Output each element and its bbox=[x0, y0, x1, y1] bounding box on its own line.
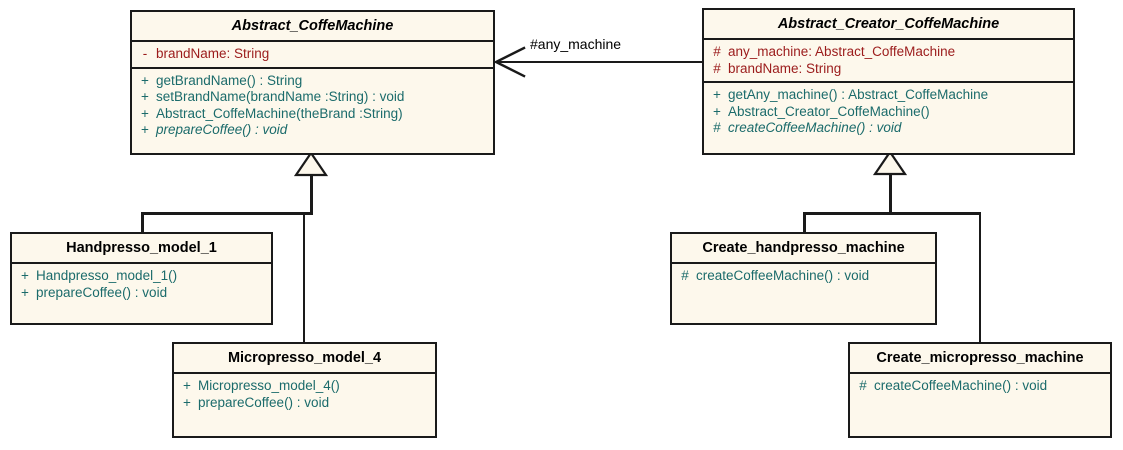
attribute-row: # brandName: String bbox=[706, 61, 1071, 78]
generalization-branch-micropresso bbox=[303, 212, 305, 344]
method-row: + Abstract_Creator_CoffeMachine() bbox=[706, 104, 1071, 121]
method-label: Micropresso_model_4() bbox=[198, 378, 340, 393]
class-name-create-handpresso-machine: Create_handpresso_machine bbox=[702, 240, 905, 256]
section-divider bbox=[12, 262, 271, 264]
generalization-branch-create-handpresso bbox=[803, 212, 806, 234]
visibility-marker: # bbox=[859, 378, 867, 393]
visibility-marker: + bbox=[141, 105, 149, 121]
visibility-marker: # bbox=[713, 120, 721, 135]
method-label: getBrandName() : String bbox=[156, 72, 303, 88]
method-row: + prepareCoffee() : void bbox=[134, 122, 491, 139]
class-handpresso-model-1[interactable]: Handpresso_model_1 + Handpresso_model_1(… bbox=[10, 232, 273, 325]
visibility-marker: # bbox=[713, 44, 721, 59]
method-row: # createCoffeeMachine() : void bbox=[852, 378, 1108, 395]
generalization-trunk-left bbox=[310, 170, 313, 214]
visibility-marker: + bbox=[713, 103, 721, 119]
class-name-create-micropresso-machine: Create_micropresso_machine bbox=[876, 350, 1084, 366]
attribute-row: - brandName: String bbox=[134, 46, 491, 63]
method-label: Handpresso_model_1() bbox=[36, 268, 178, 283]
association-label-any-machine: #any_machine bbox=[530, 36, 622, 52]
method-row: + Abstract_CoffeMachine(theBrand :String… bbox=[134, 106, 491, 123]
class-create-micropresso-machine[interactable]: Create_micropresso_machine # createCoffe… bbox=[848, 342, 1112, 438]
section-divider bbox=[132, 40, 493, 42]
attribute-section-abstract-creator-coffemachine: # any_machine: Abstract_CoffeMachine # b… bbox=[704, 40, 1073, 81]
class-micropresso-model-4[interactable]: Micropresso_model_4 + Micropresso_model_… bbox=[172, 342, 437, 438]
class-name-abstract-creator-coffemachine: Abstract_Creator_CoffeMachine bbox=[777, 16, 1000, 32]
method-section-create-handpresso-machine: # createCoffeeMachine() : void bbox=[672, 264, 935, 289]
class-name-handpresso-model-1: Handpresso_model_1 bbox=[66, 240, 217, 256]
section-divider bbox=[174, 372, 435, 374]
method-section-abstract-creator-coffemachine: + getAny_machine() : Abstract_CoffeMachi… bbox=[704, 83, 1073, 141]
attribute-section-abstract-coffemachine: - brandName: String bbox=[132, 42, 493, 67]
method-row: # createCoffeeMachine() : void bbox=[706, 120, 1071, 137]
method-row: + Micropresso_model_4() bbox=[176, 378, 433, 395]
attribute-label: any_machine: Abstract_CoffeMachine bbox=[728, 44, 956, 59]
visibility-marker: + bbox=[141, 122, 149, 137]
method-row: + Handpresso_model_1() bbox=[14, 268, 269, 285]
generalization-trunk-right bbox=[889, 170, 892, 214]
visibility-marker: + bbox=[183, 394, 191, 410]
generalization-crossbar-right bbox=[803, 212, 981, 215]
method-section-abstract-coffemachine: + getBrandName() : String + setBrandName… bbox=[132, 69, 493, 143]
method-section-handpresso-model-1: + Handpresso_model_1() + prepareCoffee()… bbox=[12, 264, 271, 305]
method-label: setBrandName(brandName :String) : void bbox=[156, 89, 405, 104]
visibility-marker: + bbox=[183, 378, 191, 393]
method-label: prepareCoffee() : void bbox=[36, 284, 168, 300]
method-row: # createCoffeeMachine() : void bbox=[674, 268, 933, 285]
method-label: createCoffeeMachine() : void bbox=[728, 120, 902, 135]
method-section-create-micropresso-machine: # createCoffeeMachine() : void bbox=[850, 374, 1110, 399]
class-abstract-creator-coffemachine[interactable]: Abstract_Creator_CoffeMachine # any_mach… bbox=[702, 8, 1075, 155]
attribute-label: brandName: String bbox=[728, 60, 842, 76]
association-line-any-machine bbox=[496, 61, 702, 63]
method-row: + getAny_machine() : Abstract_CoffeMachi… bbox=[706, 87, 1071, 104]
visibility-marker: + bbox=[21, 268, 29, 283]
method-label: createCoffeeMachine() : void bbox=[874, 378, 1048, 393]
method-label: Abstract_CoffeMachine(theBrand :String) bbox=[156, 105, 403, 121]
visibility-marker: # bbox=[713, 60, 721, 76]
section-divider bbox=[704, 81, 1073, 83]
section-divider bbox=[850, 372, 1110, 374]
section-divider bbox=[672, 262, 935, 264]
generalization-branch-handpresso bbox=[141, 212, 144, 234]
visibility-marker: + bbox=[141, 72, 149, 88]
method-row: + prepareCoffee() : void bbox=[14, 285, 269, 302]
generalization-branch-create-micropresso bbox=[979, 212, 981, 344]
section-divider bbox=[704, 38, 1073, 40]
method-label: getAny_machine() : Abstract_CoffeMachine bbox=[728, 87, 989, 102]
method-label: prepareCoffee() : void bbox=[156, 122, 288, 137]
visibility-marker: + bbox=[21, 284, 29, 300]
class-name-abstract-coffemachine: Abstract_CoffeMachine bbox=[231, 18, 394, 34]
method-section-micropresso-model-4: + Micropresso_model_4() + prepareCoffee(… bbox=[174, 374, 435, 415]
section-divider bbox=[132, 66, 493, 69]
method-label: prepareCoffee() : void bbox=[198, 394, 330, 410]
method-row: + setBrandName(brandName :String) : void bbox=[134, 89, 491, 106]
generalization-crossbar-left bbox=[141, 212, 313, 215]
visibility-marker: - bbox=[142, 46, 148, 61]
attribute-row: # any_machine: Abstract_CoffeMachine bbox=[706, 44, 1071, 61]
visibility-marker: + bbox=[141, 89, 149, 104]
class-abstract-coffemachine[interactable]: Abstract_CoffeMachine - brandName: Strin… bbox=[130, 10, 495, 155]
class-create-handpresso-machine[interactable]: Create_handpresso_machine # createCoffee… bbox=[670, 232, 937, 325]
visibility-marker: # bbox=[681, 268, 689, 283]
class-name-micropresso-model-4: Micropresso_model_4 bbox=[227, 350, 382, 366]
method-row: + prepareCoffee() : void bbox=[176, 395, 433, 412]
method-row: + getBrandName() : String bbox=[134, 73, 491, 90]
visibility-marker: + bbox=[713, 87, 721, 102]
method-label: Abstract_Creator_CoffeMachine() bbox=[728, 103, 930, 119]
attribute-label: brandName: String bbox=[156, 46, 270, 61]
method-label: createCoffeeMachine() : void bbox=[696, 268, 870, 283]
